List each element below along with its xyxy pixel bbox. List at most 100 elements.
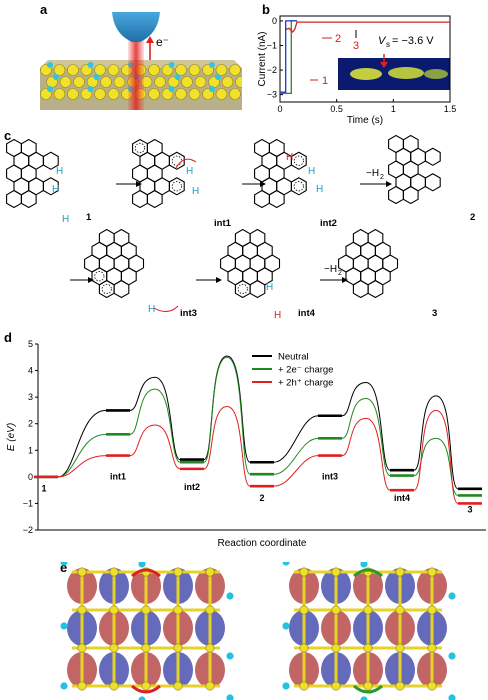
orbital-left bbox=[60, 562, 234, 700]
ring bbox=[268, 189, 285, 209]
aromatic-ring bbox=[134, 142, 146, 154]
carbon-atom bbox=[175, 88, 187, 100]
carbon-atom bbox=[73, 76, 85, 88]
carbon-atom bbox=[59, 76, 72, 88]
carbon-atom bbox=[395, 681, 405, 691]
hydrogen-atom bbox=[360, 696, 368, 700]
curve-label-1: 1 bbox=[322, 75, 328, 87]
carbon-atom bbox=[77, 681, 87, 691]
reaction-arrow-head bbox=[88, 277, 94, 283]
molecule-1 bbox=[6, 138, 59, 209]
ring bbox=[352, 279, 369, 299]
plot-frame bbox=[279, 15, 451, 103]
h2-loss-label: −H bbox=[366, 168, 379, 179]
hydrogen-atom bbox=[168, 86, 175, 92]
hydrogen-label: H bbox=[148, 304, 155, 315]
carbon-atom bbox=[299, 681, 309, 691]
curve-label-3: 3 bbox=[353, 40, 359, 52]
hydrogen-label: H bbox=[62, 214, 69, 225]
ring bbox=[367, 279, 384, 299]
h2-sub: 2 bbox=[338, 270, 342, 277]
molecule-label: 3 bbox=[432, 308, 437, 319]
hydrogen-atom bbox=[226, 694, 234, 700]
bias-label: V bbox=[378, 35, 387, 47]
carbon-atom bbox=[67, 64, 79, 76]
h2-sub: 2 bbox=[380, 174, 384, 181]
molecule-label: int1 bbox=[214, 218, 232, 229]
molecule-2 bbox=[388, 134, 441, 205]
carbon-atom bbox=[141, 605, 151, 615]
current-trace-1 bbox=[280, 20, 297, 95]
state-label: int1 bbox=[110, 472, 126, 482]
panel-b-label: b bbox=[262, 2, 270, 17]
x-axis-label: Time (s) bbox=[347, 115, 383, 126]
y-tick-label: −1 bbox=[267, 40, 277, 50]
aromatic-ring bbox=[237, 283, 248, 295]
hydrogen-atom bbox=[282, 562, 290, 566]
carbon-atom bbox=[205, 643, 215, 653]
carbon-atom bbox=[173, 643, 183, 653]
aromatic-ring bbox=[171, 155, 182, 166]
carbon-atom bbox=[188, 88, 201, 100]
carbon-atom bbox=[109, 605, 119, 615]
reaction-arrow-head bbox=[386, 181, 392, 187]
energy-curve bbox=[34, 405, 482, 504]
h2-loss-label: −H bbox=[324, 264, 337, 275]
molecule-label: int4 bbox=[298, 308, 316, 319]
bond-arrow bbox=[131, 568, 161, 578]
y-tick-label: −3 bbox=[267, 90, 277, 100]
carbon-atom bbox=[427, 605, 437, 615]
carbon-atom bbox=[113, 76, 126, 88]
hydrogen-atom bbox=[93, 74, 100, 80]
state-label: 1 bbox=[41, 483, 46, 493]
hydrogen-label: H bbox=[186, 166, 193, 177]
carbon-atom bbox=[299, 605, 309, 615]
x-tick-label: 1 bbox=[391, 104, 396, 114]
carbon-atom bbox=[109, 567, 119, 577]
state-label: int2 bbox=[184, 482, 200, 492]
hydrogen-atom bbox=[60, 622, 68, 630]
stm-inset-image bbox=[338, 54, 450, 90]
carbon-atom bbox=[363, 605, 373, 615]
bond-arrow bbox=[131, 684, 161, 694]
hydrogen-atom bbox=[226, 652, 234, 660]
hydrogen-atom bbox=[209, 62, 215, 68]
reaction-arrow-head bbox=[216, 277, 222, 283]
hydrogen-label: H bbox=[274, 310, 281, 321]
carbon-atom bbox=[94, 64, 106, 76]
molecule-int4 bbox=[220, 228, 281, 299]
molecule-label: 2 bbox=[470, 212, 475, 223]
carbon-atom bbox=[194, 76, 207, 88]
carbon-atom bbox=[109, 643, 119, 653]
carbon-atom bbox=[53, 88, 66, 100]
y-tick-label: 5 bbox=[28, 339, 33, 349]
ring bbox=[234, 279, 251, 299]
reaction-arrow-head bbox=[342, 277, 348, 283]
carbon-atom bbox=[141, 681, 151, 691]
ring bbox=[132, 189, 148, 209]
carbon-atom bbox=[331, 605, 341, 615]
hydrogen-atom bbox=[87, 62, 94, 68]
ring bbox=[388, 185, 404, 205]
x-axis-label: Reaction coordinate bbox=[218, 538, 307, 549]
reaction-arrow-head bbox=[260, 181, 266, 187]
stm-tip-illustration: e⁻ bbox=[40, 12, 242, 110]
hydrogen-label: H bbox=[56, 166, 63, 177]
carbon-atom bbox=[107, 64, 120, 76]
reaction-arrow-head bbox=[136, 181, 142, 187]
carbon-atom bbox=[205, 567, 215, 577]
carbon-atom bbox=[215, 88, 228, 100]
aromatic-ring bbox=[94, 271, 105, 282]
ring bbox=[402, 185, 419, 205]
hydrogen-atom bbox=[87, 86, 94, 92]
carbon-atom bbox=[363, 681, 373, 691]
ring bbox=[6, 189, 22, 209]
ring bbox=[254, 189, 270, 209]
hydrogen-atom bbox=[360, 562, 368, 568]
y-tick-label: −1 bbox=[23, 498, 33, 508]
carbon-atom bbox=[175, 64, 187, 76]
y-tick-label: 0 bbox=[28, 472, 33, 482]
carbon-atom bbox=[141, 643, 151, 653]
carbon-atom bbox=[395, 567, 405, 577]
